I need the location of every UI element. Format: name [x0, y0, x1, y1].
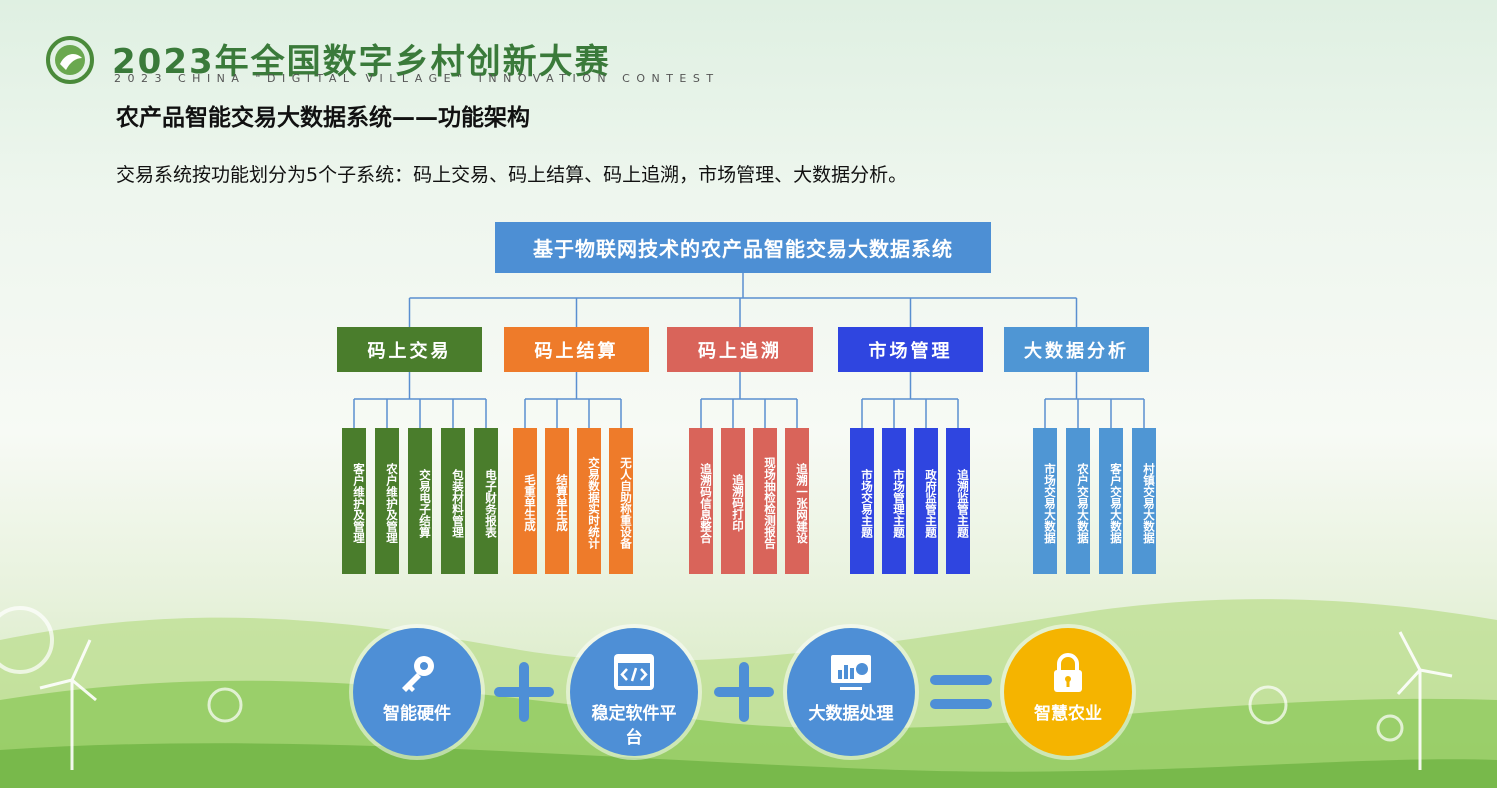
contest-title: 2023年全国数字乡村创新大赛 [112, 42, 611, 82]
function-item: 电子财务报表 [474, 428, 498, 574]
subsystem-box: 码上追溯 [667, 327, 813, 372]
function-item: 农户交易大数据 [1066, 428, 1090, 574]
function-item: 客户维护及管理 [342, 428, 366, 574]
function-item: 农户维护及管理 [375, 428, 399, 574]
code-window-icon [611, 650, 657, 696]
plus-icon [714, 662, 774, 722]
page-title: 农产品智能交易大数据系统——功能架构 [116, 105, 530, 131]
function-item: 客户交易大数据 [1099, 428, 1123, 574]
function-item: 追溯监管主题 [946, 428, 970, 574]
contest-logo [46, 36, 94, 84]
subsystem-box: 码上结算 [504, 327, 649, 372]
function-item: 交易电子结算 [408, 428, 432, 574]
function-item: 市场交易主题 [850, 428, 874, 574]
contest-subtitle: 2023 CHINA "DIGITAL VILLAGE" INNOVATION … [114, 72, 720, 85]
function-item: 村镇交易大数据 [1132, 428, 1156, 574]
root-system-box: 基于物联网技术的农产品智能交易大数据系统 [495, 222, 991, 273]
function-item: 毛重单生成 [513, 428, 537, 574]
function-item: 市场管理主题 [882, 428, 906, 574]
formula-label: 大数据处理 [808, 704, 894, 724]
formula-label: 智慧农业 [1034, 704, 1102, 724]
formula-circle: 智慧农业 [1004, 628, 1132, 756]
formula-circle: 智能硬件 [353, 628, 481, 756]
formula-circle: 稳定软件平台 [570, 628, 698, 756]
subsystem-box: 码上交易 [337, 327, 482, 372]
formula-label: 稳定软件平台 [591, 704, 677, 748]
key-icon [394, 650, 440, 696]
subsystem-box: 市场管理 [838, 327, 983, 372]
function-item: 结算单生成 [545, 428, 569, 574]
formula-label: 智能硬件 [383, 704, 451, 724]
function-item: 交易数据实时统计 [577, 428, 601, 574]
subsystem-box: 大数据分析 [1004, 327, 1149, 372]
lock-icon [1045, 650, 1091, 696]
function-item: 现场抽检检测报告 [753, 428, 777, 574]
intro-text: 交易系统按功能划分为5个子系统：码上交易、码上结算、码上追溯，市场管理、大数据分… [116, 164, 908, 186]
function-item: 政府监管主题 [914, 428, 938, 574]
chart-monitor-icon [828, 650, 874, 696]
function-item: 无人自助称重设备 [609, 428, 633, 574]
plus-icon [494, 662, 554, 722]
equals-icon [930, 675, 992, 709]
function-item: 追溯码打印 [721, 428, 745, 574]
function-item: 包装材料管理 [441, 428, 465, 574]
formula-circle: 大数据处理 [787, 628, 915, 756]
function-item: 市场交易大数据 [1033, 428, 1057, 574]
function-item: 追溯码信息整合 [689, 428, 713, 574]
function-item: 追溯一张网建设 [785, 428, 809, 574]
